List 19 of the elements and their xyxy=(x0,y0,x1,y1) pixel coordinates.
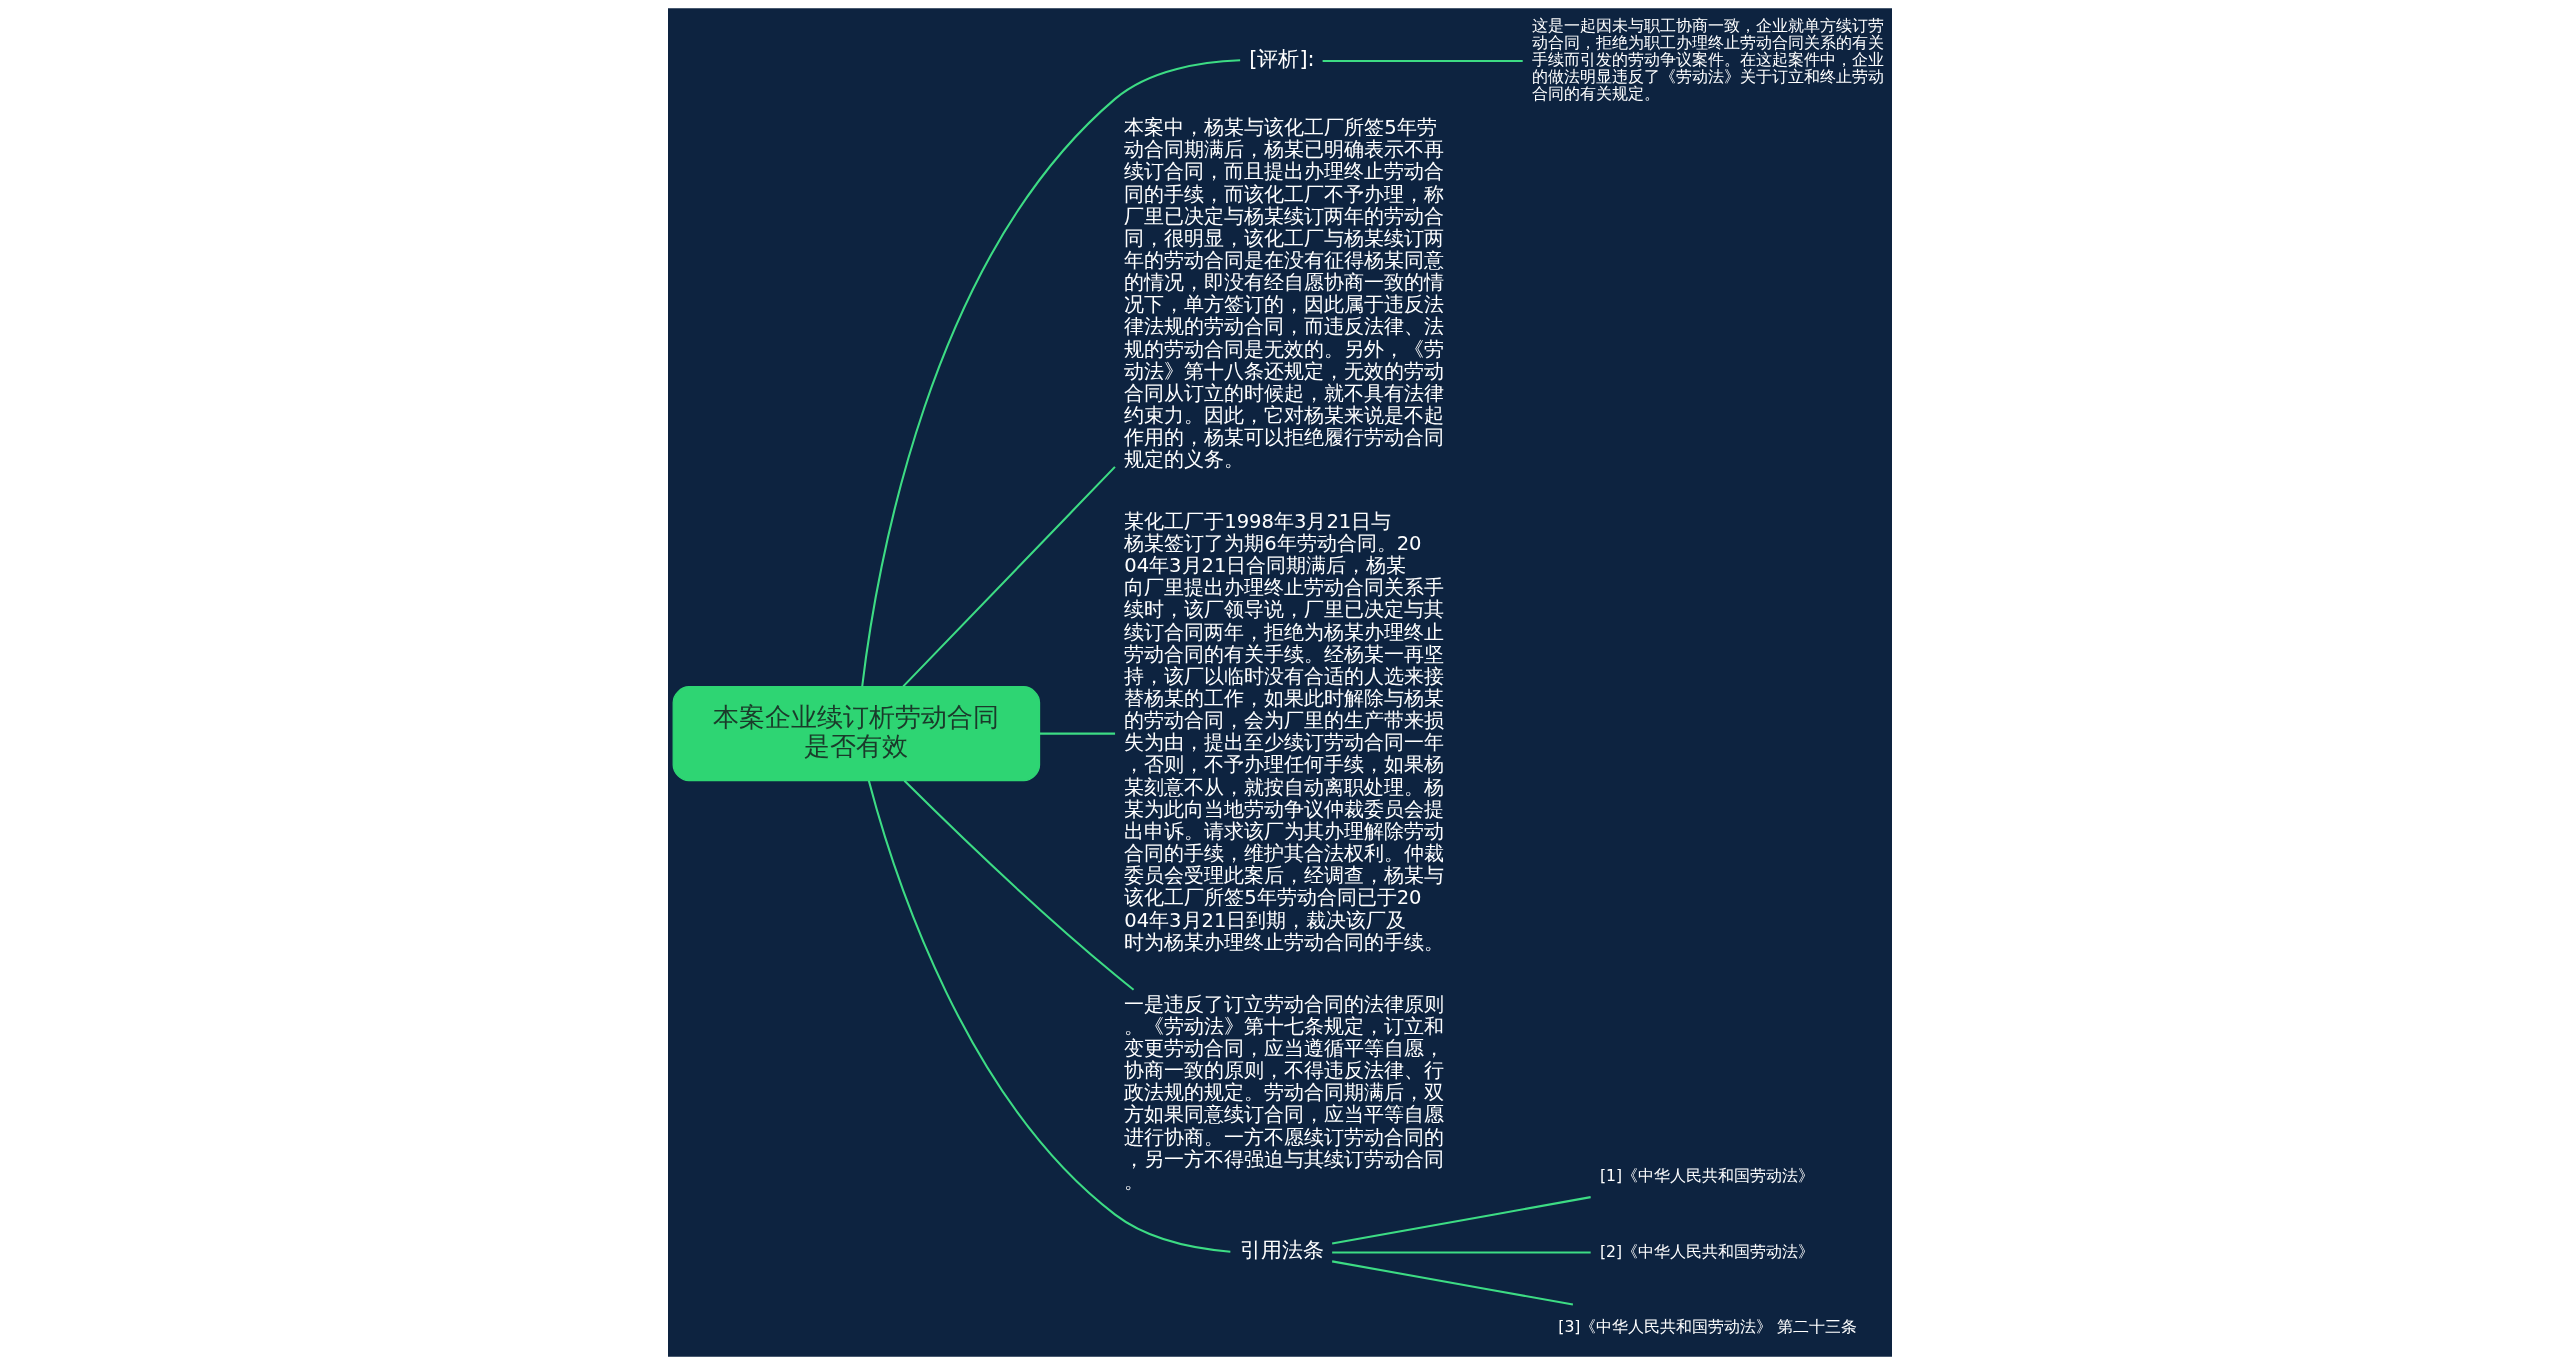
connector xyxy=(1322,60,1523,63)
node-text: [评析]: xyxy=(1249,47,1315,71)
node-text: [2]《中华人民共和国劳动法》 xyxy=(1600,1241,1815,1261)
connector xyxy=(1332,1251,1591,1254)
node-text: [1]《中华人民共和国劳动法》 xyxy=(1600,1165,1815,1185)
connector xyxy=(902,466,1116,688)
connector xyxy=(861,59,1241,687)
node-text: 一是违反了订立劳动合同的法律原则。《劳动法》第十七条规定，订立和变更劳动合同，应当遵循平等自愿，协商一致的原则，不得违反法律、行政法规的规定。劳动合同期满后，双方如果同意续订合同，应当平等自愿进行协商。一方不愿续订劳动合同的，另一方不得强迫与其续订劳动合同。 xyxy=(1124,992,1445,1193)
node-text: [3]《中华人民共和国劳动法》 第二十三条 xyxy=(1558,1317,1858,1337)
node-text: 某化工厂于1998年3月21日与杨某签订了为期6年劳动合同。2004年3月21日合同期满后，杨某向厂里提出办理终止劳动合同关系手续时，该厂领导说，厂里已决定与其续订合同两年，拒绝为杨某办理终止劳动合同的有关手续。经杨某一再坚持，该厂以临时没有合适的人选来接替杨某的工作，如果此时解除与杨某的劳动合同，会为厂里的生产带来损失为由，提出至少续订劳动合同一年，否则，不予办理任何手续，如果杨某刻意不从，就按自动离职处理。杨某为此向当地劳动争议仲裁委员会提出申诉。请求该厂为其办理解除劳动合同的手续，维护其合法权利。仲裁委员会受理此案后，经调查，杨某与该化工厂所签5年劳动合同已于2004年3月21日到期，裁决该厂及时为杨某办理终止劳动合同的手续。 xyxy=(1124,509,1445,954)
node-box: 本案企业续订析劳动合同是否有效 xyxy=(672,686,1041,782)
connector xyxy=(1039,732,1116,735)
node-text: 引用法条 xyxy=(1239,1238,1324,1263)
node-text: 这是一起因未与职工协商一致，企业就单方续订劳动合同，拒绝为职工办理终止劳动合同关系的有关手续而引发的劳动争议案件。在这起案件中，企业的做法明显违反了《劳动法》关于订立和终止劳动合同的有关规定。 xyxy=(1532,16,1885,103)
connector xyxy=(867,780,1231,1253)
connector xyxy=(1331,1196,1591,1245)
node-text: 本案中，杨某与该化工厂所签5年劳动合同期满后，杨某已明确表示不再续订合同，而且提出办理终止劳动合同的手续，而该化工厂不予办理，称厂里已决定与杨某续订两年的劳动合同，很明显，该化工厂与杨某续订两年的劳动合同是在没有征得杨某同意的情况，即没有经自愿协商一致的情况下，单方签订的，因此属于违反法律法规的劳动合同，而违反法律、法规的劳动合同是无效的。另外，《劳动法》第十八条还规定，无效的劳动合同从订立的时候起，就不具有法律约束力。因此，它对杨某来说是不起作用的，杨某可以拒绝履行劳动合同规定的义务。 xyxy=(1124,116,1445,472)
connector xyxy=(903,780,1135,991)
connector xyxy=(1331,1260,1574,1306)
